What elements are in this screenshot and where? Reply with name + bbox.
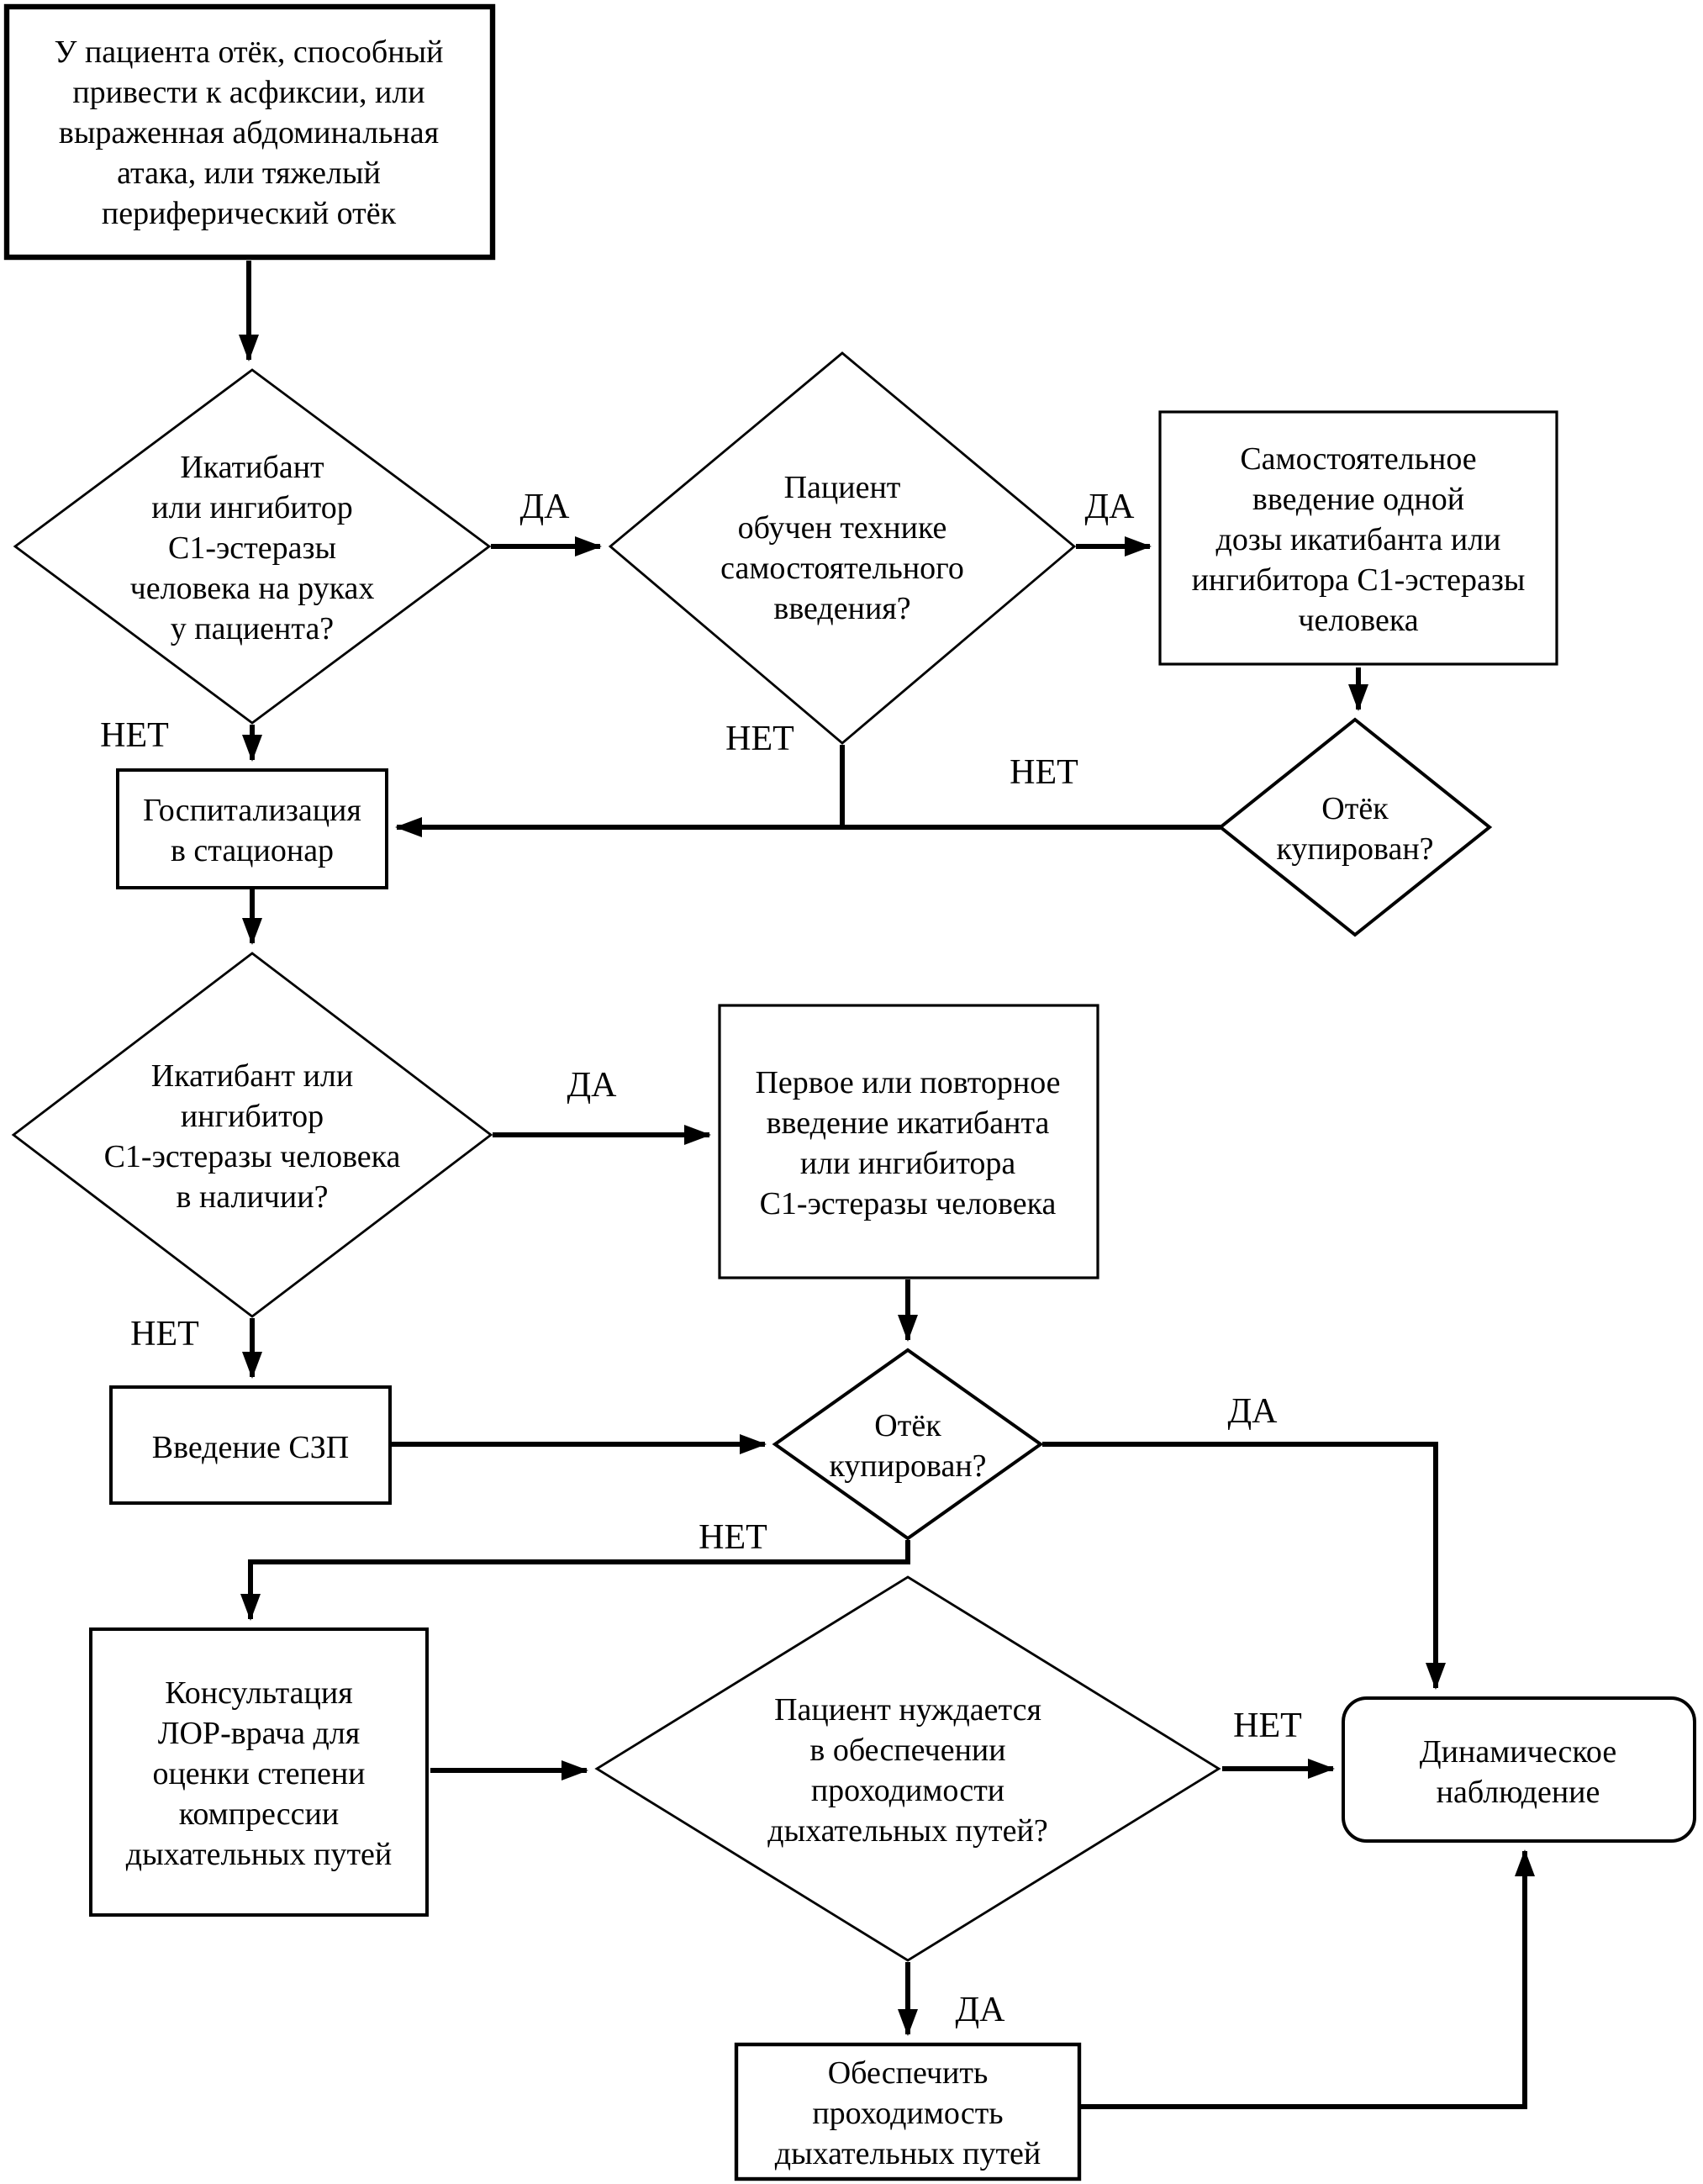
label-yes-1: ДА — [520, 488, 571, 526]
node-first-or-repeat-dose-box — [718, 1004, 1099, 1279]
label-yes-2: ДА — [1085, 488, 1136, 526]
node-drug-on-hand-diamond — [13, 368, 492, 725]
label-no-drug-on-hand: НЕТ — [100, 716, 169, 755]
label-yes-edema2: ДА — [1228, 1392, 1279, 1431]
edge-secure-to-observation — [1081, 1849, 1535, 2109]
node-airway-support-needed-diamond — [594, 1575, 1221, 1962]
node-dynamic-observation-box — [1342, 1696, 1696, 1843]
label-no-airway: НЕТ — [1233, 1707, 1302, 1745]
node-hospitalization-box — [116, 768, 388, 889]
label-yes-3: ДА — [567, 1066, 618, 1105]
node-start-box — [3, 3, 496, 261]
node-drug-available-diamond — [11, 952, 493, 1318]
node-edema-resolved-2-diamond — [772, 1348, 1044, 1541]
node-ffp-administration: Введение СЗП — [109, 1385, 392, 1505]
node-ent-consultation-box — [89, 1627, 429, 1917]
node-edema-resolved-1-diamond — [1217, 717, 1493, 937]
label-no-edema2: НЕТ — [699, 1518, 767, 1557]
node-self-admin-trained-diamond — [608, 351, 1077, 745]
edge-edema2-yes-to-observation — [1042, 1442, 1446, 1690]
node-ffp-administration-box — [109, 1385, 392, 1505]
label-no-trained: НЕТ — [725, 720, 794, 758]
label-no-edema1: НЕТ — [1010, 753, 1078, 792]
node-ffp-administration-label: Введение СЗП — [152, 1430, 350, 1465]
label-no-drug-available: НЕТ — [130, 1315, 199, 1353]
node-self-admin-dose-box — [1158, 410, 1558, 666]
edge-edema2-no-to-ent — [240, 1540, 910, 1621]
label-yes-airway: ДА — [956, 1991, 1006, 2029]
node-secure-airway-box — [734, 2042, 1082, 2181]
